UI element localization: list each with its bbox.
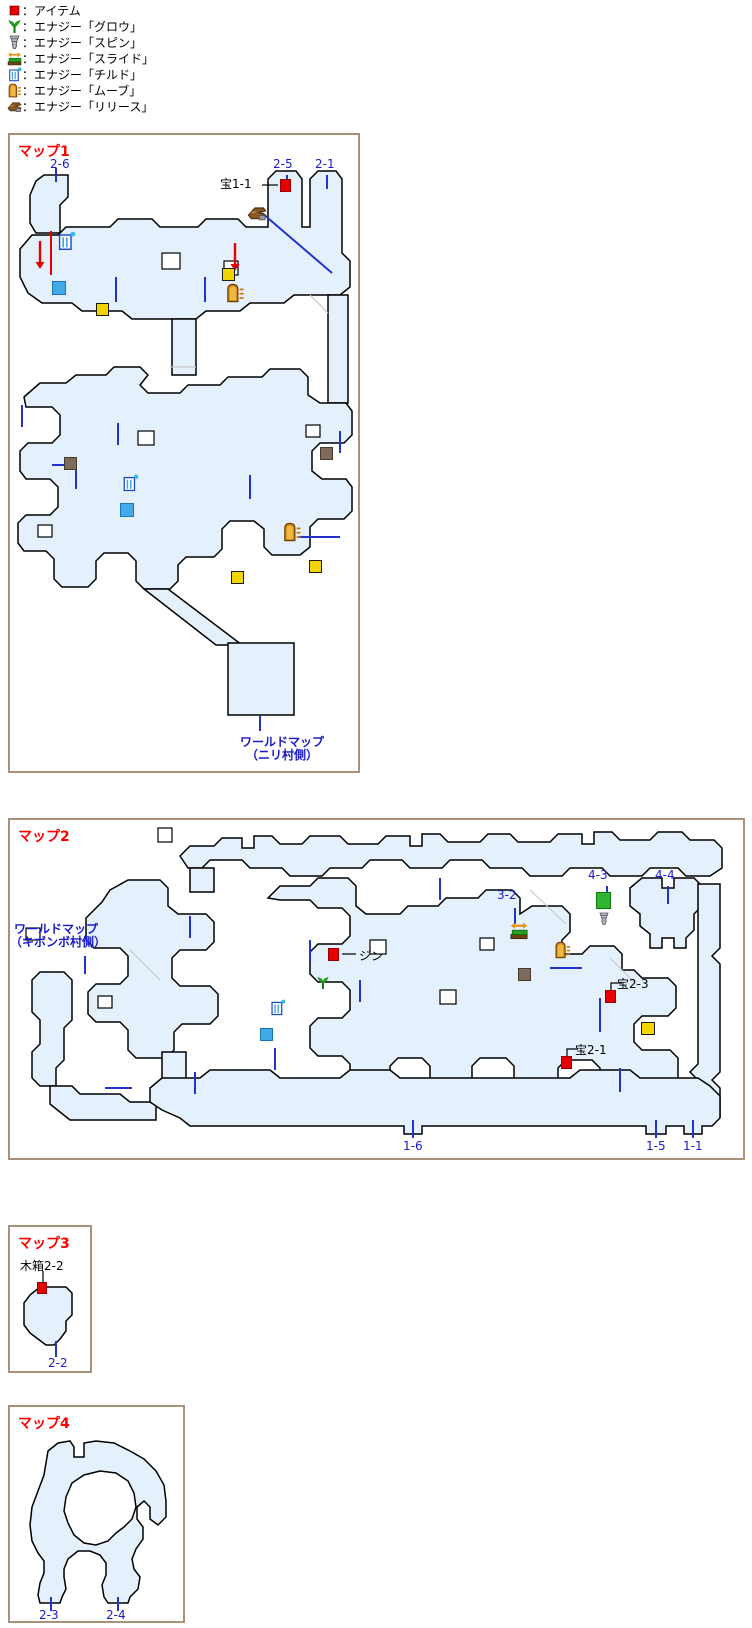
chilled-icon [269,997,286,1022]
map2-worldmap-label: ワールドマップ [14,922,99,936]
map1-worldmap-label: ワールドマップ [239,735,324,749]
legend-row: ：エナジー「ムーブ」 [6,83,246,99]
map2-exit-4-3-label: 4-3 [588,868,608,882]
map2-exit-3-2-label: 3-2 [497,888,517,902]
map2-exit-1-1-label: 1-1 [683,1139,703,1153]
move-icon [281,522,303,546]
yellow-switch-marker [309,560,322,573]
legend-row: ：エナジー「チルド」 [6,67,246,83]
move-icon [224,283,246,307]
legend-row: ：エナジー「スピン」 [6,35,246,51]
brown-block-marker [64,457,77,470]
map2-exit-1-5-label: 1-5 [646,1139,666,1153]
map3-panel: マップ3 木箱2-2 2-2 [8,1225,92,1373]
legend-row: ：エナジー「グロウ」 [6,19,246,35]
brown-block-marker [320,447,333,460]
slide-icon [507,921,531,944]
legend-item-label: ：エナジー「グロウ」 [22,20,143,34]
cyan-block-marker [52,281,66,295]
map1-title: マップ1 [18,144,70,160]
spin-icon [597,910,611,932]
slide-icon [6,51,22,66]
legend-item-label: ：エナジー「スライド」 [22,52,155,66]
spin-icon [6,35,22,50]
item-marker [37,1282,47,1294]
map1-exit-2-5-label: 2-5 [273,157,293,171]
green-block-marker [596,892,611,909]
grow-icon [316,975,330,995]
legend-item-label: ：エナジー「チルド」 [22,68,143,82]
map4-title: マップ4 [18,1416,70,1432]
map2-panel: マップ2 ワールドマップ （キボンボ村側） 3-2 4-3 4-4 ジン 宝2-… [8,818,745,1160]
map2-title: マップ2 [18,829,70,845]
down-arrow-icon [34,239,46,275]
legend: ：アイテム ：エナジー「グロウ」 ：エナジー「スピン」 ：エナジー「スライド」 … [6,3,246,115]
item-marker [561,1056,572,1069]
yellow-switch-marker [222,268,235,281]
map3-title: マップ3 [18,1236,70,1252]
map4-shape [29,1440,167,1611]
move-icon [6,83,22,98]
legend-row: ：アイテム [6,3,246,19]
map1-panel: マップ1 2-6 宝1-1 2-5 2-1 ワールドマップ （ニリ村側） [8,133,360,773]
cyan-block-marker [120,503,134,517]
item-marker [280,179,291,192]
map1-worldmap-label-2: （ニリ村側） [245,748,318,762]
chilled-icon [121,472,139,498]
brown-block-marker [518,968,531,981]
legend-item-label: ：アイテム [22,4,81,18]
legend-item-label: ：エナジー「ムーブ」 [22,84,142,98]
map1-shape [17,168,353,731]
yellow-switch-marker [231,571,244,584]
map2-shape [25,827,723,1138]
item-marker [328,948,339,961]
map2-worldmap-label-2: （キボンボ村側） [10,935,107,949]
map3-chest-2-2-label: 木箱2-2 [20,1259,64,1273]
map2-npc-jin-label: ジン [359,949,384,963]
map3-exit-2-2-label: 2-2 [48,1356,68,1370]
legend-row: ：エナジー「スライド」 [6,51,246,67]
map2-exit-1-6-label: 1-6 [403,1139,423,1153]
release-icon [6,99,22,114]
move-icon [552,941,573,963]
map2-treasure-2-3-label: 宝2-3 [617,977,649,991]
map2-treasure-2-1-label: 宝2-1 [575,1043,607,1057]
item-marker [605,990,616,1003]
chilled-icon [56,229,76,257]
red-wall-line [50,231,52,275]
yellow-switch-marker [96,303,109,316]
map3-shape [23,1271,73,1357]
yellow-switch-marker [641,1022,655,1035]
cyan-block-marker [260,1028,273,1041]
legend-item-label: ：エナジー「スピン」 [22,36,143,50]
map4-panel: マップ4 2-3 2-4 [8,1405,185,1623]
legend-item-label: ：エナジー「リリース」 [22,100,154,114]
chilled-icon [6,67,22,82]
map1-exit-2-6-label: 2-6 [50,157,70,171]
legend-row: ：エナジー「リリース」 [6,99,246,115]
item-icon [6,3,22,18]
map4-exit-2-3-label: 2-3 [39,1608,59,1622]
map1-exit-2-1-label: 2-1 [315,157,335,171]
grow-icon [6,19,22,34]
release-icon [246,203,268,227]
map1-treasure-1-1-label: 宝1-1 [220,177,252,191]
map4-exit-2-4-label: 2-4 [106,1608,126,1622]
map2-exit-4-4-label: 4-4 [655,868,675,882]
